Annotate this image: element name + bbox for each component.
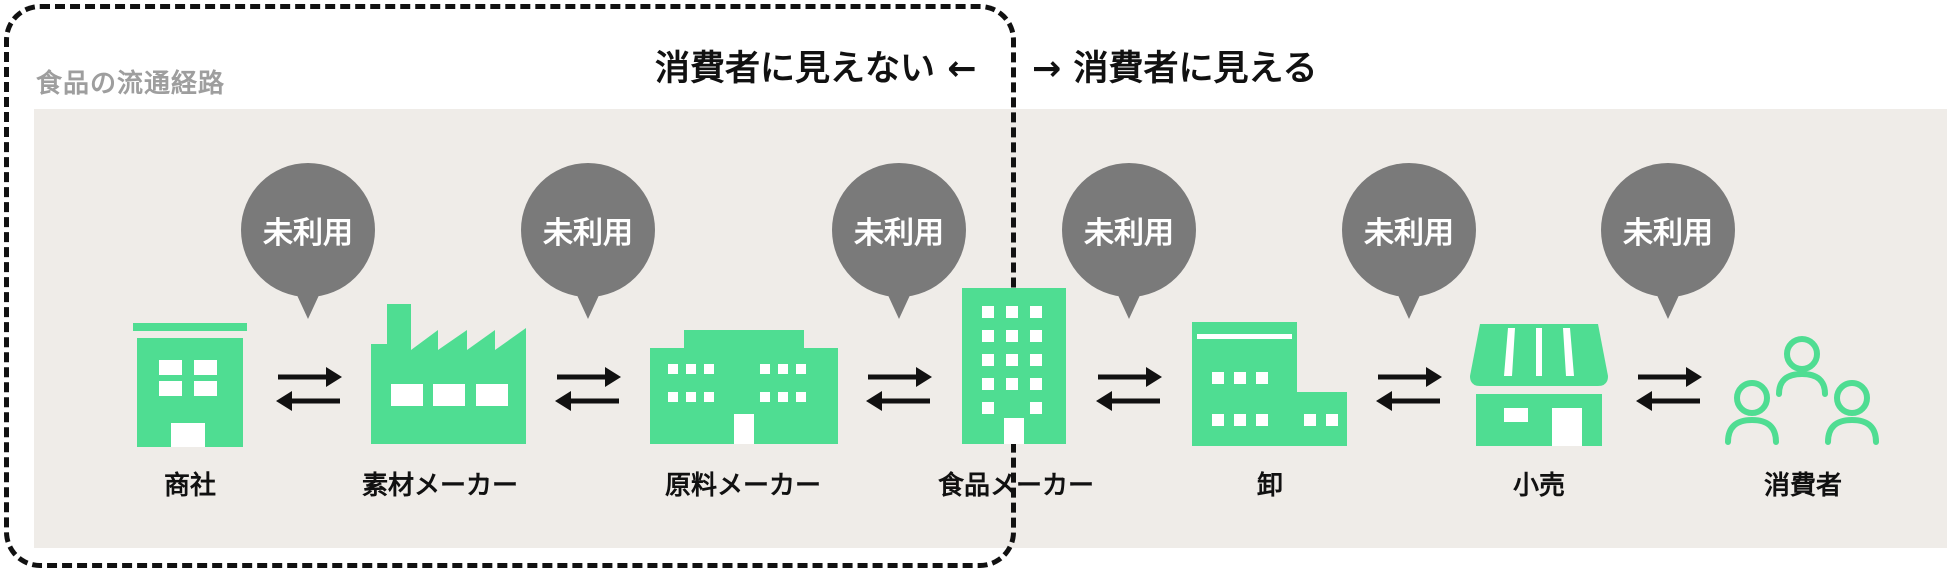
food-maker-office-icon (962, 288, 1066, 444)
retail-shop-icon (1470, 324, 1608, 446)
exchange-arrows-icon-6 (1636, 367, 1702, 411)
diagram-title: 食品の流通経路 (36, 69, 226, 99)
visible-label: → 消費者に見える (1032, 49, 1318, 89)
material-maker-factory-icon (371, 304, 526, 444)
consumers-people-icon (1725, 336, 1879, 445)
stage-label-food-maker: 食品メーカー (937, 471, 1095, 501)
wholesale-warehouse-icon (1192, 322, 1347, 446)
unused-bubble-6: 未利用 (1601, 163, 1735, 319)
stage-label-trading-company: 商社 (163, 471, 217, 501)
stage-label-retail: 小売 (1512, 471, 1566, 501)
invisible-region-border (4, 4, 1016, 568)
unused-bubble-5: 未利用 (1342, 163, 1476, 319)
unused-bubble-2: 未利用 (521, 163, 655, 319)
stage-label-consumer: 消費者 (1763, 471, 1843, 501)
exchange-arrows-icon-2 (555, 367, 621, 411)
raw-material-maker-building-icon (650, 330, 838, 444)
stage-label-raw-material-maker: 原料メーカー (664, 471, 822, 501)
unused-bubble-3: 未利用 (832, 163, 966, 319)
exchange-arrows-icon-1 (276, 367, 342, 411)
stage-label-wholesale: 卸 (1256, 471, 1284, 501)
exchange-arrows-icon-4 (1096, 367, 1162, 411)
stage-label-material-maker: 素材メーカー (361, 471, 519, 501)
exchange-arrows-icon-5 (1376, 367, 1442, 411)
invisible-label: 消費者に見えない ← (655, 49, 977, 89)
trading-company-building-icon (133, 323, 247, 447)
exchange-arrows-icon-3 (866, 367, 932, 411)
unused-bubble-1: 未利用 (241, 163, 375, 319)
unused-bubble-4: 未利用 (1062, 163, 1196, 319)
